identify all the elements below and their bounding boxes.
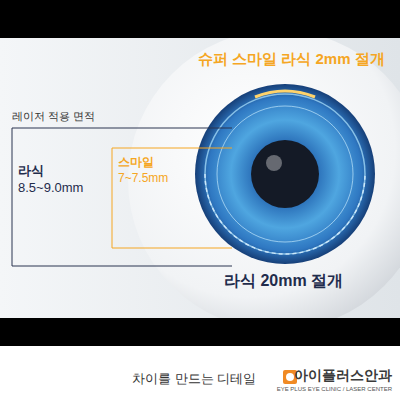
highlight [266, 155, 282, 171]
smile-bracket [112, 148, 232, 248]
logo-eye [286, 373, 294, 381]
lasik-size: 8.5~9.0mm [18, 181, 83, 196]
area-caption: 레이저 적용 면적 [12, 110, 95, 123]
eyeball [128, 38, 400, 318]
lasik-bracket [12, 128, 232, 266]
smile-name: 스마일 [118, 156, 154, 170]
incision-title: 슈퍼 스마일 라식 2mm 절개 [198, 50, 385, 67]
lasik-incision: 라식 20mm 절개 [224, 272, 343, 290]
pupil [251, 140, 319, 208]
smile-incision [255, 91, 315, 97]
bottom-bar [0, 318, 400, 346]
smile-size: 7~7.5mm [118, 172, 168, 186]
smile-ring [205, 94, 365, 254]
clinic-name: 아이플러스안과 [294, 367, 392, 383]
iris [195, 84, 375, 264]
top-bar [0, 0, 400, 38]
lens-ring [217, 106, 353, 242]
lasik-flap [205, 174, 365, 254]
lasik-name: 라식 [18, 164, 44, 179]
clinic-subtitle: EYE PLUS EYE CLINIC / LASER CENTER [277, 386, 392, 393]
slogan: 차이를 만드는 디테일 [132, 372, 256, 387]
